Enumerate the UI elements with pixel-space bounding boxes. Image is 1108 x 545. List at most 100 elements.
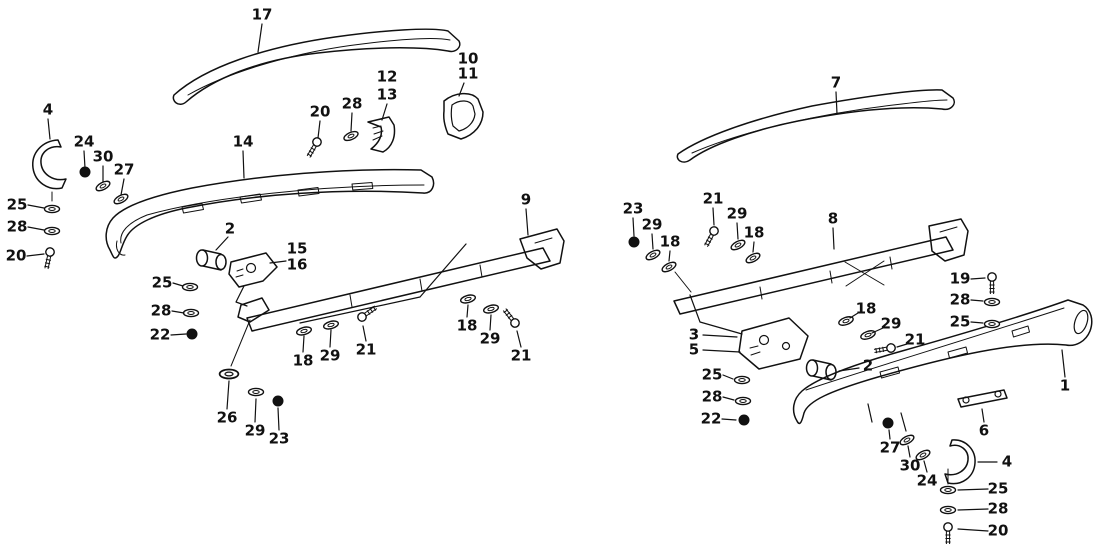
washer-25-stack <box>181 282 199 292</box>
leader-line <box>888 429 891 440</box>
leader-line <box>242 150 245 179</box>
leader-line <box>47 118 51 140</box>
leader-line <box>981 408 985 423</box>
bolt-20-r <box>943 522 953 545</box>
leader-line <box>329 329 332 348</box>
part-10-11-clip <box>443 92 484 140</box>
leader-line <box>525 208 529 236</box>
washer-25-r3 <box>939 485 957 495</box>
washer-18-r2 <box>743 250 763 266</box>
leader-line <box>381 103 388 121</box>
leader-line <box>702 334 738 338</box>
leader-line <box>27 226 45 231</box>
leader-line <box>215 236 229 251</box>
bolt-20-mid <box>304 135 324 160</box>
washer-29-c <box>247 387 265 397</box>
part-14-face-bar <box>105 168 435 259</box>
leader-line <box>970 299 984 302</box>
part-2-bushing-left <box>195 249 227 271</box>
leader-line <box>632 217 635 237</box>
washer-29-r2 <box>728 237 748 253</box>
leader-line <box>712 207 715 226</box>
washer-28-r1 <box>983 297 1001 307</box>
nut-23 <box>272 395 284 407</box>
bolt-21-b <box>500 306 522 330</box>
leader-lines <box>26 23 1066 532</box>
leader-line <box>668 250 671 262</box>
part-17-molding <box>172 28 461 106</box>
washer-25-r1 <box>983 319 1001 329</box>
leader-line <box>257 23 263 53</box>
leader-line <box>702 349 741 353</box>
leader-line <box>302 335 305 353</box>
leader-line <box>277 407 280 431</box>
bolt-20-left <box>41 246 56 271</box>
leader-line <box>957 528 989 532</box>
leader-line <box>721 418 737 421</box>
assembly-guide-lines <box>51 191 949 485</box>
washer-28-left <box>43 226 61 236</box>
leader-line <box>923 460 928 473</box>
washer-28-stack <box>182 308 200 318</box>
part-3-5-bracket <box>738 317 809 370</box>
bolt-21-r1 <box>701 224 721 249</box>
bolt-19 <box>987 272 997 295</box>
part-1-face-bar <box>792 299 1093 432</box>
leader-line <box>171 310 185 314</box>
leader-line <box>722 374 734 380</box>
washer-25-left <box>43 204 61 214</box>
leader-line <box>957 508 989 511</box>
washer-29-a <box>322 318 340 332</box>
leader-line <box>362 325 367 342</box>
grommet-26 <box>218 368 240 380</box>
leader-line <box>651 233 654 250</box>
part-4-bracket-left <box>32 139 67 190</box>
leader-line <box>26 253 45 257</box>
washer-25-r2 <box>733 375 751 385</box>
leader-line <box>269 260 287 264</box>
part-15-16-bracket <box>228 252 278 307</box>
nut-22 <box>186 328 198 340</box>
leader-line <box>970 321 984 324</box>
leader-line <box>970 277 986 280</box>
leader-line <box>907 445 911 458</box>
leader-line <box>120 178 125 196</box>
washer-28-r2 <box>734 396 752 406</box>
leader-line <box>226 380 230 410</box>
washer-29-r3 <box>859 328 877 342</box>
leader-line <box>871 327 884 334</box>
nut-22-r <box>738 414 750 426</box>
nut-27 <box>882 417 894 429</box>
part-6-bracket <box>957 389 1008 408</box>
leader-line <box>516 330 522 348</box>
leader-line <box>489 314 492 331</box>
leader-line <box>957 488 989 491</box>
leader-line <box>317 120 321 139</box>
part-8-cross-beam <box>673 218 969 335</box>
part-4-bracket-right <box>944 439 976 485</box>
part-12-13-clip <box>367 116 396 153</box>
part-9-cross-beam <box>230 228 565 367</box>
leader-line <box>83 150 86 169</box>
leader-line <box>172 282 184 287</box>
part-2-bushing-right <box>805 359 837 381</box>
fasteners <box>41 128 1001 545</box>
washer-30-r <box>897 432 917 448</box>
washer-29-r1 <box>643 247 663 263</box>
leader-line <box>27 204 45 209</box>
washer-18-a <box>295 324 313 338</box>
leader-line <box>736 222 739 240</box>
leader-line <box>1061 349 1066 378</box>
leader-line <box>466 304 469 318</box>
washer-29-b <box>482 302 500 316</box>
part-7-molding <box>676 89 955 163</box>
washer-24-r <box>913 447 933 463</box>
leader-line <box>458 82 465 97</box>
leader-line <box>835 91 838 115</box>
washer-18-b <box>459 292 477 306</box>
leader-line <box>350 112 353 132</box>
leader-line <box>254 398 257 423</box>
nut-23-r <box>628 236 640 248</box>
